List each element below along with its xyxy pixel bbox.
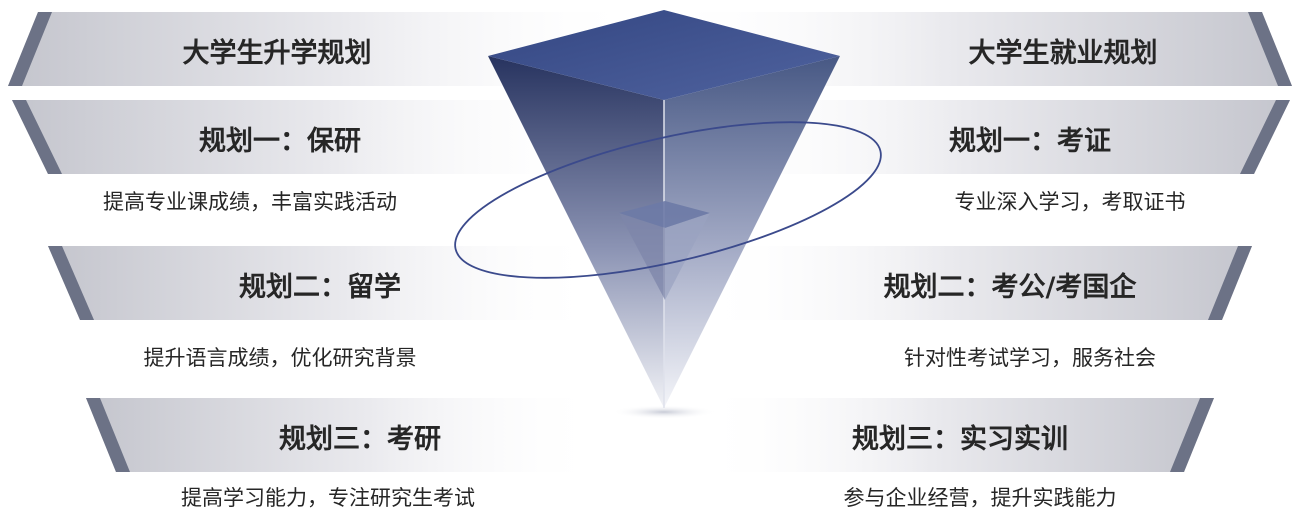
orbit-ring-icon: [454, 121, 882, 279]
right-plan3-banner-edge: [1170, 398, 1214, 472]
left-plan3-desc: 提高学习能力，专注研究生考试: [181, 486, 475, 510]
left-plan3-banner: [86, 398, 600, 472]
left-plan2-banner: [48, 246, 600, 320]
left-plan1-banner-edge: [12, 100, 62, 174]
right-plan3-label: 规划三：实习实训: [852, 423, 1068, 455]
right-plan1-label: 规划一：考证: [949, 125, 1111, 157]
right-banners: [660, 12, 1292, 472]
right-plan2-banner: [700, 246, 1252, 320]
left-plan2-label: 规划二：留学: [239, 271, 401, 303]
left-plan1-desc: 提高专业课成绩，丰富实践活动: [103, 190, 397, 214]
left-plan2-banner-edge: [48, 246, 94, 320]
right-plan1-banner-edge: [1240, 100, 1290, 174]
right-plan2-label: 规划二：考公/考国企: [883, 271, 1137, 303]
right-plan3-banner: [700, 398, 1214, 472]
left-plan3-label: 规划三：考研: [279, 423, 441, 455]
inverted-pyramid-icon: [488, 10, 840, 419]
right-plan2-desc: 针对性考试学习，服务社会: [904, 346, 1156, 370]
right-title-banner-edge: [1248, 12, 1292, 86]
left-title-banner-edge: [8, 12, 52, 86]
left-plan2-desc: 提升语言成绩，优化研究背景: [143, 346, 417, 370]
right-title: 大学生就业规划: [968, 37, 1158, 69]
left-plan1-banner: [12, 100, 600, 174]
right-plan1-desc: 专业深入学习，考取证书: [954, 190, 1186, 214]
left-title: 大学生升学规划: [182, 37, 372, 69]
left-banners: [8, 12, 640, 472]
left-plan1-label: 规划一：保研: [199, 125, 361, 157]
left-plan3-banner-edge: [86, 398, 130, 472]
right-plan2-banner-edge: [1208, 246, 1252, 320]
right-plan1-banner: [700, 100, 1290, 174]
left-title-banner: [8, 12, 640, 86]
right-plan3-desc: 参与企业经营，提升实践能力: [843, 486, 1117, 510]
